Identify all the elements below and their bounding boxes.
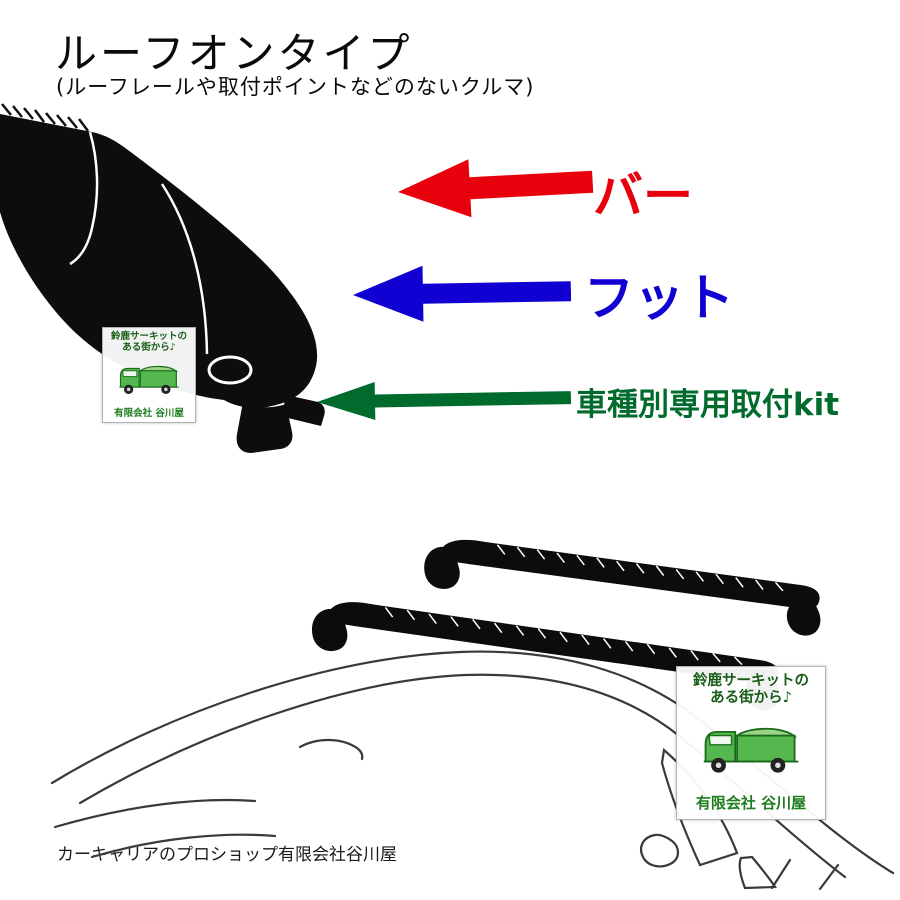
kit-arrow bbox=[317, 381, 572, 420]
roof-foot-illustration bbox=[0, 103, 325, 453]
sticker-tagline: 鈴鹿サーキットの ある街から♪ bbox=[693, 673, 809, 708]
kit-label: 車種別専用取付kit bbox=[576, 387, 840, 423]
sticker-tagline-line1: 鈴鹿サーキットの bbox=[693, 673, 809, 689]
bar-cut-hatching bbox=[1, 103, 89, 132]
pillar-line-1 bbox=[770, 858, 792, 890]
page-subtitle: (ルーフレールや取付ポイントなどのないクルマ) bbox=[56, 75, 535, 99]
crossbar-rear-left-foot bbox=[424, 546, 460, 589]
sticker-company: 有限会社 谷川屋 bbox=[695, 794, 807, 812]
foot-label: フット bbox=[584, 269, 734, 327]
crossbar-front-texture bbox=[384, 607, 743, 666]
quarter-window bbox=[738, 855, 777, 890]
crossbar-rear-right-foot bbox=[786, 600, 821, 636]
truck-icon bbox=[702, 728, 800, 774]
shop-sticker-small: 鈴鹿サーキットの ある街から♪ 有限会社 谷川屋 bbox=[102, 327, 196, 423]
wiper-notch bbox=[298, 738, 364, 761]
crossbar-front-left-foot bbox=[312, 608, 348, 652]
cowl-line-1 bbox=[53, 798, 257, 829]
car-roof-illustration bbox=[50, 539, 895, 890]
clamp-flange bbox=[282, 394, 325, 426]
bar-arrow-shape bbox=[398, 159, 594, 218]
shop-name-text: カーキャリアのプロショップ有限会社谷川屋 bbox=[57, 845, 397, 865]
sticker-tagline-line2: ある街から♪ bbox=[122, 342, 176, 354]
pillar-line-2 bbox=[818, 863, 840, 890]
clamp-stem bbox=[236, 402, 293, 453]
sticker-tagline-line1: 鈴鹿サーキットの bbox=[110, 331, 187, 342]
side-mirror bbox=[639, 833, 680, 868]
cowl-line-2 bbox=[90, 833, 277, 859]
page-title: ルーフオンタイプ bbox=[55, 29, 413, 78]
crossbar-rear bbox=[424, 539, 821, 636]
crossbar-rear-body bbox=[440, 539, 820, 610]
sticker-tagline-line2: ある街から♪ bbox=[710, 690, 792, 707]
foot-arrow bbox=[353, 265, 572, 322]
sticker-company: 有限会社 谷川屋 bbox=[114, 408, 184, 419]
shop-sticker-large: 鈴鹿サーキットの ある街から♪ 有限会社 谷川屋 bbox=[676, 666, 826, 820]
bar-end-highlight bbox=[69, 131, 99, 266]
foot-arrow-shape bbox=[353, 265, 572, 322]
kit-arrow-shape bbox=[317, 381, 572, 420]
crossbar-front-body bbox=[328, 602, 779, 684]
bar-label: バー bbox=[593, 167, 693, 225]
bar-arrow bbox=[398, 159, 594, 218]
knob-detail bbox=[207, 355, 253, 385]
truck-icon bbox=[118, 365, 180, 395]
crossbar-rear-texture bbox=[496, 544, 784, 592]
foot-body bbox=[0, 114, 318, 408]
sticker-tagline: 鈴鹿サーキットの ある街から♪ bbox=[111, 331, 187, 354]
body-crease-highlight bbox=[160, 183, 209, 355]
